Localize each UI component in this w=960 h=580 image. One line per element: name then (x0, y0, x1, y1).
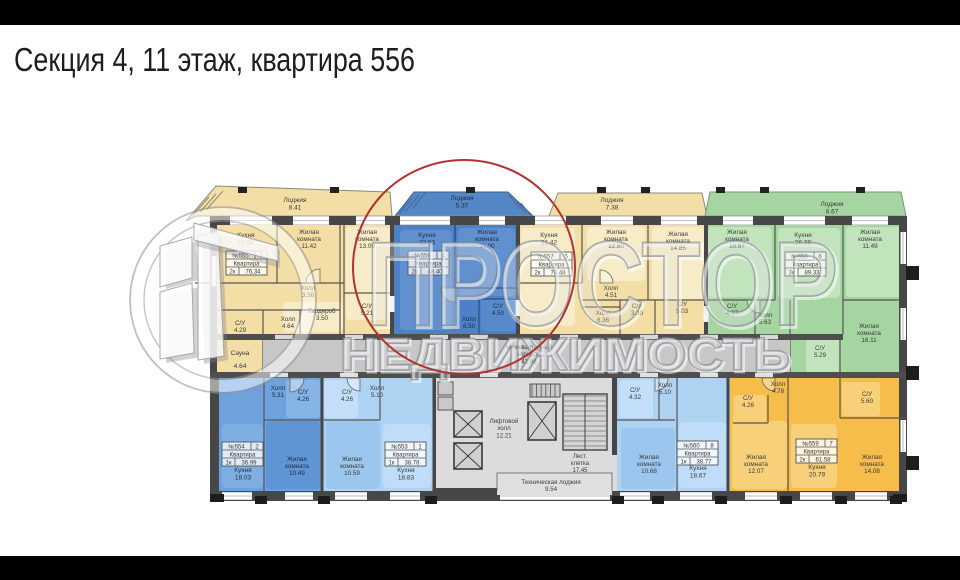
svg-text:3к: 3к (789, 271, 795, 277)
svg-text:6: 6 (818, 255, 822, 261)
svg-text:7: 7 (829, 442, 833, 448)
svg-text:С/У5.21: С/У5.21 (361, 303, 374, 317)
svg-text:С/У5.03: С/У5.03 (676, 301, 689, 315)
svg-text:1к: 1к (389, 461, 395, 467)
svg-text:Квартира: Квартира (416, 262, 443, 268)
svg-text:89.33: 89.33 (804, 271, 820, 277)
svg-text:48.40: 48.40 (427, 270, 443, 276)
svg-text:Секция 4, 11 этаж, квартира 55: Секция 4, 11 этаж, квартира 556 (14, 41, 415, 78)
svg-text:С/У4.26: С/У4.26 (341, 389, 354, 403)
svg-text:74.48: 74.48 (550, 271, 566, 277)
svg-text:Квартира: Квартира (685, 452, 712, 458)
svg-text:Квартира: Квартира (230, 453, 257, 459)
svg-text:С/У4.32: С/У4.32 (629, 387, 642, 401)
svg-text:С/У4.26: С/У4.26 (742, 395, 755, 409)
svg-text:С/У3.30: С/У3.30 (631, 303, 644, 317)
svg-text:Квартира: Квартира (793, 263, 820, 269)
svg-text:№559: №559 (802, 441, 819, 448)
svg-text:61.58: 61.58 (815, 458, 831, 464)
svg-text:Квартира: Квартира (804, 450, 831, 456)
svg-text:2: 2 (255, 445, 259, 451)
svg-text:С/У4.26: С/У4.26 (297, 389, 310, 403)
svg-text:5: 5 (564, 255, 568, 261)
svg-text:С/У5.29: С/У5.29 (814, 345, 827, 359)
svg-text:4.64: 4.64 (234, 363, 247, 370)
svg-text:1к: 1к (681, 460, 687, 466)
svg-text:76.34: 76.34 (245, 270, 261, 276)
svg-text:Сауна: Сауна (231, 350, 250, 357)
svg-text:№560: №560 (683, 443, 700, 450)
svg-text:2к: 2к (412, 270, 418, 276)
svg-text:4: 4 (441, 254, 445, 260)
svg-text:С/У5.60: С/У5.60 (861, 391, 874, 405)
svg-text:Квартира: Квартира (234, 262, 261, 268)
svg-text:№553: №553 (391, 444, 408, 451)
svg-text:№556: №556 (414, 253, 431, 260)
svg-text:38.78: 38.78 (404, 461, 420, 467)
svg-text:Квартира: Квартира (393, 453, 420, 459)
svg-text:№558: №558 (791, 254, 808, 261)
svg-text:НЕДВИЖИМОСТЬ: НЕДВИЖИМОСТЬ (342, 330, 792, 382)
svg-text:С/У4.29: С/У4.29 (234, 320, 247, 334)
svg-text:ПРОСТОР: ПРОСТОР (368, 219, 840, 353)
svg-text:С/У4.50: С/У4.50 (492, 303, 505, 317)
svg-text:38.77: 38.77 (696, 460, 712, 466)
svg-text:С/У4.97: С/У4.97 (726, 303, 739, 317)
svg-text:36.99: 36.99 (241, 461, 257, 467)
svg-text:Квартира: Квартира (539, 263, 566, 269)
svg-text:№555: №555 (232, 253, 249, 260)
svg-text:8: 8 (710, 444, 714, 450)
svg-text:№554: №554 (228, 444, 245, 451)
svg-text:ПРОСТОР: ПРОСТОР (366, 217, 838, 351)
svg-text:1: 1 (418, 445, 422, 451)
svg-text:2к: 2к (230, 270, 236, 276)
svg-text:1к: 1к (226, 461, 232, 467)
svg-text:2к: 2к (535, 271, 541, 277)
svg-text:№557: №557 (537, 254, 554, 261)
svg-text:НЕДВИЖИМОСТЬ: НЕДВИЖИМОСТЬ (340, 328, 790, 380)
svg-text:2к: 2к (800, 458, 806, 464)
